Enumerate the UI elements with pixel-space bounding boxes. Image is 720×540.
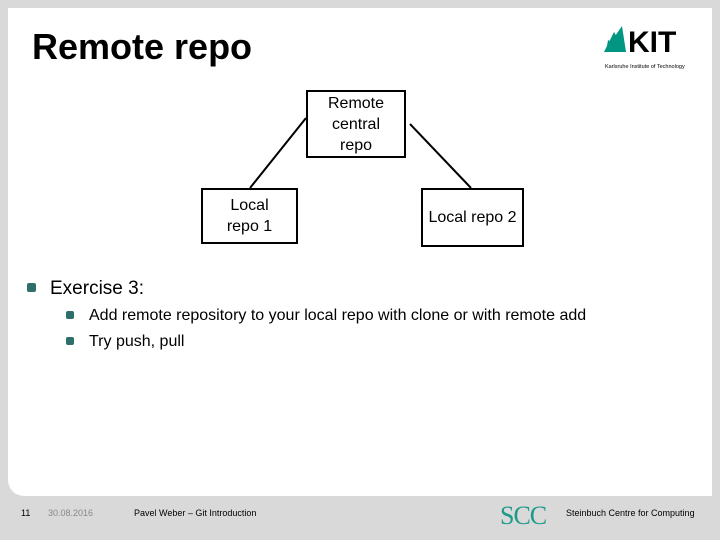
remote-repo-box: Remote central repo — [306, 90, 406, 158]
bullet-icon — [66, 337, 74, 345]
svg-text:KIT: KIT — [628, 26, 676, 59]
footer-date: 30.08.2016 — [48, 508, 94, 518]
local-repo-1-label: Local repo 1 — [226, 197, 273, 235]
bullet-sub-1: Add remote repository to your local repo… — [89, 307, 587, 324]
local-repo-2-label: Local repo 2 — [428, 209, 517, 226]
page-number: 11 — [21, 508, 31, 518]
bullet-main: Exercise 3: — [50, 278, 144, 299]
footer-author: Pavel Weber – Git Introduction — [134, 508, 257, 518]
kit-logo: KIT Karlsruhe Institute of Technology — [604, 24, 696, 72]
footer-org: Steinbuch Centre for Computing — [566, 508, 695, 518]
remote-repo-label: Remote central repo — [327, 94, 385, 154]
svg-text:Karlsruhe Institute of Technol: Karlsruhe Institute of Technology — [605, 64, 685, 70]
connector-left — [249, 117, 307, 189]
bullet-icon — [66, 311, 74, 319]
slide-title: Remote repo — [32, 26, 253, 67]
slide — [8, 8, 712, 496]
kit-logo-icon: KIT Karlsruhe Institute of Technology — [604, 26, 685, 70]
connector-right — [409, 123, 472, 189]
local-repo-2-box: Local repo 2 — [421, 188, 524, 247]
local-repo-1-box: Local repo 1 — [201, 188, 298, 244]
bullet-icon — [27, 283, 36, 292]
scc-logo: SCC — [500, 501, 547, 530]
bullet-sub-2: Try push, pull — [89, 333, 185, 350]
